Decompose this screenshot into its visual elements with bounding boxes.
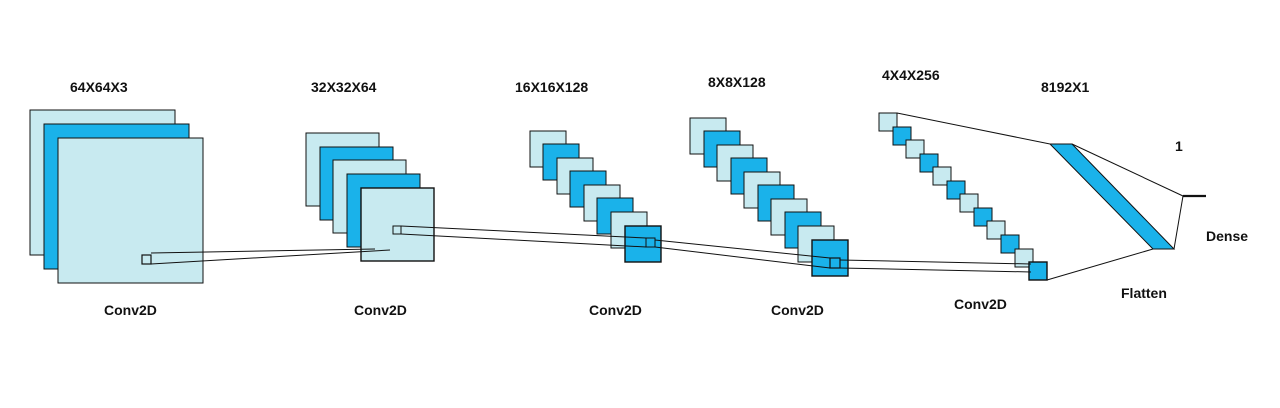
flatten-label: Flatten <box>1121 285 1167 301</box>
connector-line <box>896 112 1051 145</box>
dense-label: Dense <box>1206 228 1248 244</box>
connector-line <box>839 259 1032 265</box>
block-1-kernel <box>141 254 152 265</box>
block-4-dims: 8X8X128 <box>708 74 766 90</box>
connector-line <box>1173 195 1184 250</box>
block-2-dims: 32X32X64 <box>311 79 377 95</box>
block-5-op: Conv2D <box>954 296 1007 312</box>
block-2-map-5 <box>360 187 435 262</box>
block-1-dims: 64X64X3 <box>70 79 128 95</box>
connector-line <box>1071 143 1184 197</box>
block-2-feature-maps <box>305 132 435 262</box>
flatten-dims: 8192X1 <box>1041 79 1089 95</box>
connector-line <box>654 246 831 269</box>
block-1-map-3 <box>57 137 204 284</box>
block-3-op: Conv2D <box>589 302 642 318</box>
connector-line <box>400 233 647 248</box>
flatten-bar <box>1048 143 1176 250</box>
connector-lines <box>150 112 1184 281</box>
dimension-labels: 64X64X3 32X32X64 16X16X128 8X8X128 4X4X2… <box>70 67 1183 154</box>
block-5-dims: 4X4X256 <box>882 67 940 83</box>
block-3-dims: 16X16X128 <box>515 79 588 95</box>
connector-line <box>1046 248 1154 281</box>
connector-line <box>150 249 391 265</box>
block-4-feature-maps <box>689 117 849 277</box>
block-4-kernel <box>829 257 841 269</box>
block-3-kernel <box>645 237 656 248</box>
block-5-feature-maps <box>878 112 1048 281</box>
block-2-kernel <box>392 225 402 235</box>
connector-line <box>839 267 1032 273</box>
connector-line <box>400 225 647 239</box>
block-3-map-8 <box>624 225 662 263</box>
block-1-op: Conv2D <box>104 302 157 318</box>
flatten-vector <box>1048 143 1176 250</box>
block-1-feature-maps <box>29 109 204 284</box>
operation-labels: Conv2D Conv2D Conv2D Conv2D Conv2D Flatt… <box>104 228 1248 318</box>
connector-line <box>150 248 376 254</box>
dense-units: 1 <box>1175 138 1183 154</box>
block-2-op: Conv2D <box>354 302 407 318</box>
block-4-op: Conv2D <box>771 302 824 318</box>
block-3-feature-maps <box>529 130 662 263</box>
block-5-map-12 <box>1028 261 1048 281</box>
connector-line <box>654 239 831 259</box>
